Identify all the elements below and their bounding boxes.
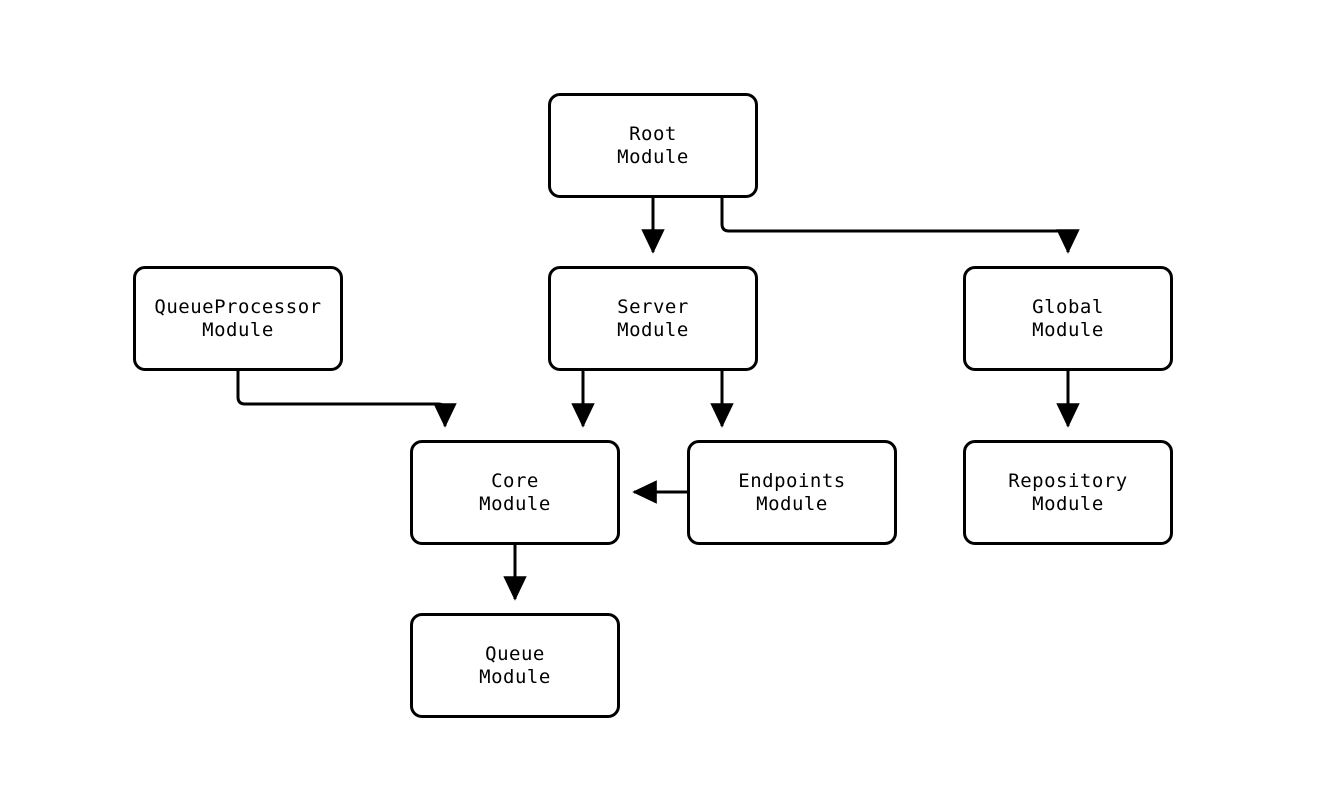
node-root-module-line1: Root — [629, 122, 677, 145]
node-queue-module-line1: Queue — [485, 642, 545, 665]
node-root-module[interactable]: Root Module — [548, 93, 758, 198]
node-repository-module-line2: Module — [1032, 492, 1104, 515]
node-repository-module[interactable]: Repository Module — [963, 440, 1173, 545]
node-server-module[interactable]: Server Module — [548, 266, 758, 371]
node-core-module-line1: Core — [491, 469, 539, 492]
node-queueprocessor-module-line2: Module — [202, 318, 274, 341]
node-queueprocessor-module[interactable]: QueueProcessor Module — [133, 266, 343, 371]
node-core-module[interactable]: Core Module — [410, 440, 620, 545]
node-global-module-line1: Global — [1032, 295, 1104, 318]
node-endpoints-module-line2: Module — [756, 492, 828, 515]
node-queueprocessor-module-line1: QueueProcessor — [154, 295, 322, 318]
node-queue-module[interactable]: Queue Module — [410, 613, 620, 718]
edge-root-to-global — [720, 198, 1080, 254]
node-global-module[interactable]: Global Module — [963, 266, 1173, 371]
node-queue-module-line2: Module — [479, 665, 551, 688]
node-repository-module-line1: Repository — [1008, 469, 1128, 492]
node-server-module-line1: Server — [617, 295, 689, 318]
node-core-module-line2: Module — [479, 492, 551, 515]
edge-queueprocessor-to-core — [236, 371, 457, 428]
node-global-module-line2: Module — [1032, 318, 1104, 341]
node-server-module-line2: Module — [617, 318, 689, 341]
node-root-module-line2: Module — [617, 145, 689, 168]
node-endpoints-module[interactable]: Endpoints Module — [687, 440, 897, 545]
node-endpoints-module-line1: Endpoints — [738, 469, 846, 492]
